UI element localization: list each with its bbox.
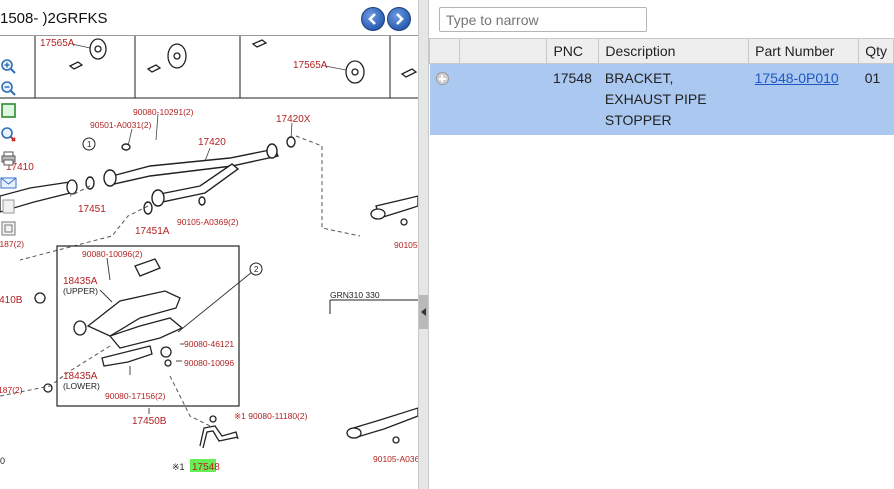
row-blank-cell xyxy=(459,63,547,135)
label-90105-a0369-bottom[interactable]: 90105-A0369 xyxy=(373,454,418,464)
plus-circle-icon[interactable] xyxy=(435,72,449,85)
table-row[interactable]: 17548 BRACKET, EXHAUST PIPE STOPPER 1754… xyxy=(429,63,894,135)
parts-table: PNC Description Part Number Qty 17548 BR… xyxy=(429,38,894,135)
label-lower: (LOWER) xyxy=(63,381,100,391)
label-17565a-right[interactable]: 17565A xyxy=(293,60,328,71)
label-18435a-upper[interactable]: 18435A xyxy=(63,276,98,287)
label-18435a-lower[interactable]: 18435A xyxy=(63,371,98,382)
column-header-select[interactable] xyxy=(458,38,548,64)
column-header-qty[interactable]: Qty xyxy=(858,38,894,64)
label-17410[interactable]: 17410 xyxy=(6,162,34,173)
label-90080-11180[interactable]: ※1 90080-11180(2) xyxy=(234,411,308,421)
label-mark-1: ※1 xyxy=(172,462,185,472)
label-17187-left[interactable]: 187(2) xyxy=(0,385,23,395)
label-17450b[interactable]: 17450B xyxy=(132,416,167,427)
label-upper: (UPPER) xyxy=(63,286,98,296)
column-header-part-number[interactable]: Part Number xyxy=(748,38,860,64)
row-expander-cell[interactable] xyxy=(429,63,460,135)
label-90080-17156[interactable]: 90080-17156(2) xyxy=(105,391,166,401)
fit-page-icon[interactable] xyxy=(0,102,17,119)
parts-diagram[interactable]: 17565A 17565A 90080-10291(2) 90501-A0031… xyxy=(0,35,418,489)
label-90105-right[interactable]: 90105- xyxy=(394,240,418,250)
filter-input[interactable] xyxy=(439,7,647,32)
parts-diagram-canvas: 17565A 17565A 90080-10291(2) 90501-A0031… xyxy=(0,36,418,473)
row-pnc: 17548 xyxy=(546,63,599,135)
triangle-left-icon xyxy=(421,308,426,316)
email-icon[interactable] xyxy=(0,174,17,191)
label-grn310: GRN310 330 xyxy=(330,290,380,300)
panel-splitter[interactable] xyxy=(418,0,429,489)
print-icon[interactable] xyxy=(0,150,17,167)
next-diagram-button[interactable] xyxy=(387,7,411,31)
page-icon[interactable] xyxy=(0,198,17,215)
zoom-in-icon[interactable] xyxy=(0,58,17,75)
label-90080-10096-2[interactable]: 90080-10096(2) xyxy=(82,249,143,259)
diagram-panel: 1508- )2GRFKS xyxy=(0,0,418,489)
collapse-panel-button[interactable] xyxy=(419,295,428,329)
column-header-pnc[interactable]: PNC xyxy=(546,38,600,64)
table-header-row: PNC Description Part Number Qty xyxy=(429,38,894,64)
label-17565a-top[interactable]: 17565A xyxy=(40,38,75,49)
parts-list-panel: PNC Description Part Number Qty 17548 BR… xyxy=(429,0,894,489)
column-header-expand[interactable] xyxy=(429,38,460,64)
arrow-right-icon xyxy=(396,13,404,25)
label-90105-a0369[interactable]: 90105-A0369(2) xyxy=(177,217,239,227)
label-17410b[interactable]: 17410B xyxy=(0,295,23,306)
label-90080-10291[interactable]: 90080-10291(2) xyxy=(133,107,194,117)
diagram-title: 1508- )2GRFKS xyxy=(0,10,108,27)
row-qty: 01 xyxy=(858,63,894,135)
column-header-description[interactable]: Description xyxy=(598,38,750,64)
label-17420[interactable]: 17420 xyxy=(198,137,226,148)
label-90501-a0031[interactable]: 90501-A0031(2) xyxy=(90,120,152,130)
part-number-link[interactable]: 17548-0P010 xyxy=(754,70,839,86)
preview-icon[interactable] xyxy=(0,220,17,237)
label-17187[interactable]: 17187(2) xyxy=(0,239,24,249)
label-edge-zero: 0 xyxy=(0,456,5,466)
zoom-out-icon[interactable] xyxy=(0,80,17,97)
label-17420x[interactable]: 17420X xyxy=(276,114,311,125)
callout-1: 1 xyxy=(87,140,92,149)
label-90080-46121[interactable]: 90080-46121 xyxy=(184,339,234,349)
label-17451a[interactable]: 17451A xyxy=(135,226,170,237)
label-17451[interactable]: 17451 xyxy=(78,204,106,215)
label-90080-10096[interactable]: 90080-10096 xyxy=(184,358,234,368)
callout-2: 2 xyxy=(254,265,259,274)
label-17548[interactable]: 17548 xyxy=(192,462,220,473)
previous-diagram-button[interactable] xyxy=(361,7,385,31)
row-part-number-cell: 17548-0P010 xyxy=(748,63,859,135)
row-description: BRACKET, EXHAUST PIPE STOPPER xyxy=(598,63,749,135)
arrow-left-icon xyxy=(368,13,376,25)
zoom-reset-icon[interactable] xyxy=(0,126,17,143)
